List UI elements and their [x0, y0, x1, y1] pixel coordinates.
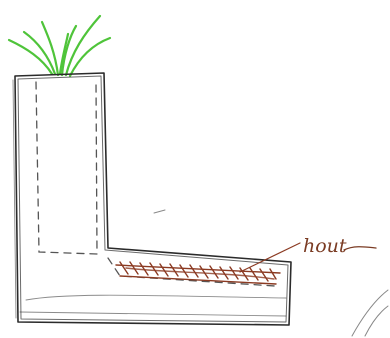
wood-label: hout: [303, 235, 347, 257]
inner-dashed-boundary: [36, 82, 275, 286]
planter-outline: [13, 73, 291, 325]
grass-tuft: [9, 16, 110, 76]
label-underline-stroke: [344, 247, 376, 250]
